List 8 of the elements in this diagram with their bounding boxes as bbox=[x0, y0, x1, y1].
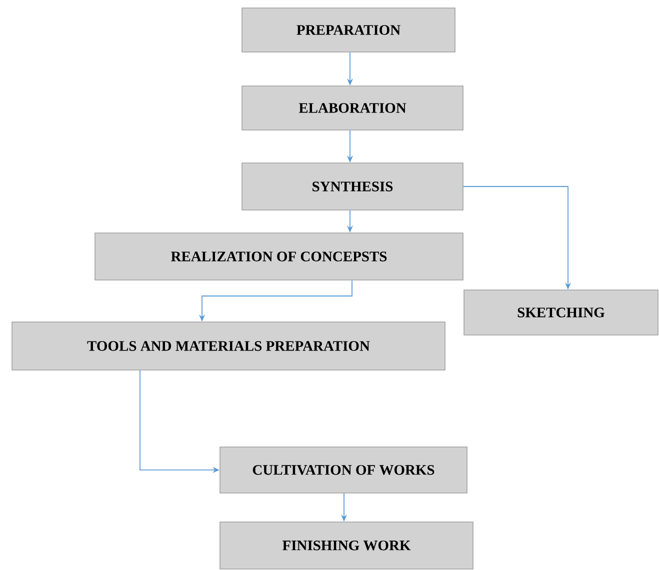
process-box: FINISHING WORK bbox=[220, 522, 474, 570]
process-box: SYNTHESIS bbox=[242, 162, 464, 210]
process-box: REALIZATION OF CONCEPSTS bbox=[94, 232, 464, 280]
process-box: CULTIVATION OF WORKS bbox=[220, 446, 468, 494]
process-box: PREPARATION bbox=[242, 8, 456, 52]
process-box: SKETCHING bbox=[464, 290, 658, 336]
process-box: ELABORATION bbox=[242, 86, 464, 130]
process-box: TOOLS AND MATERIALS PREPARATION bbox=[12, 322, 446, 370]
